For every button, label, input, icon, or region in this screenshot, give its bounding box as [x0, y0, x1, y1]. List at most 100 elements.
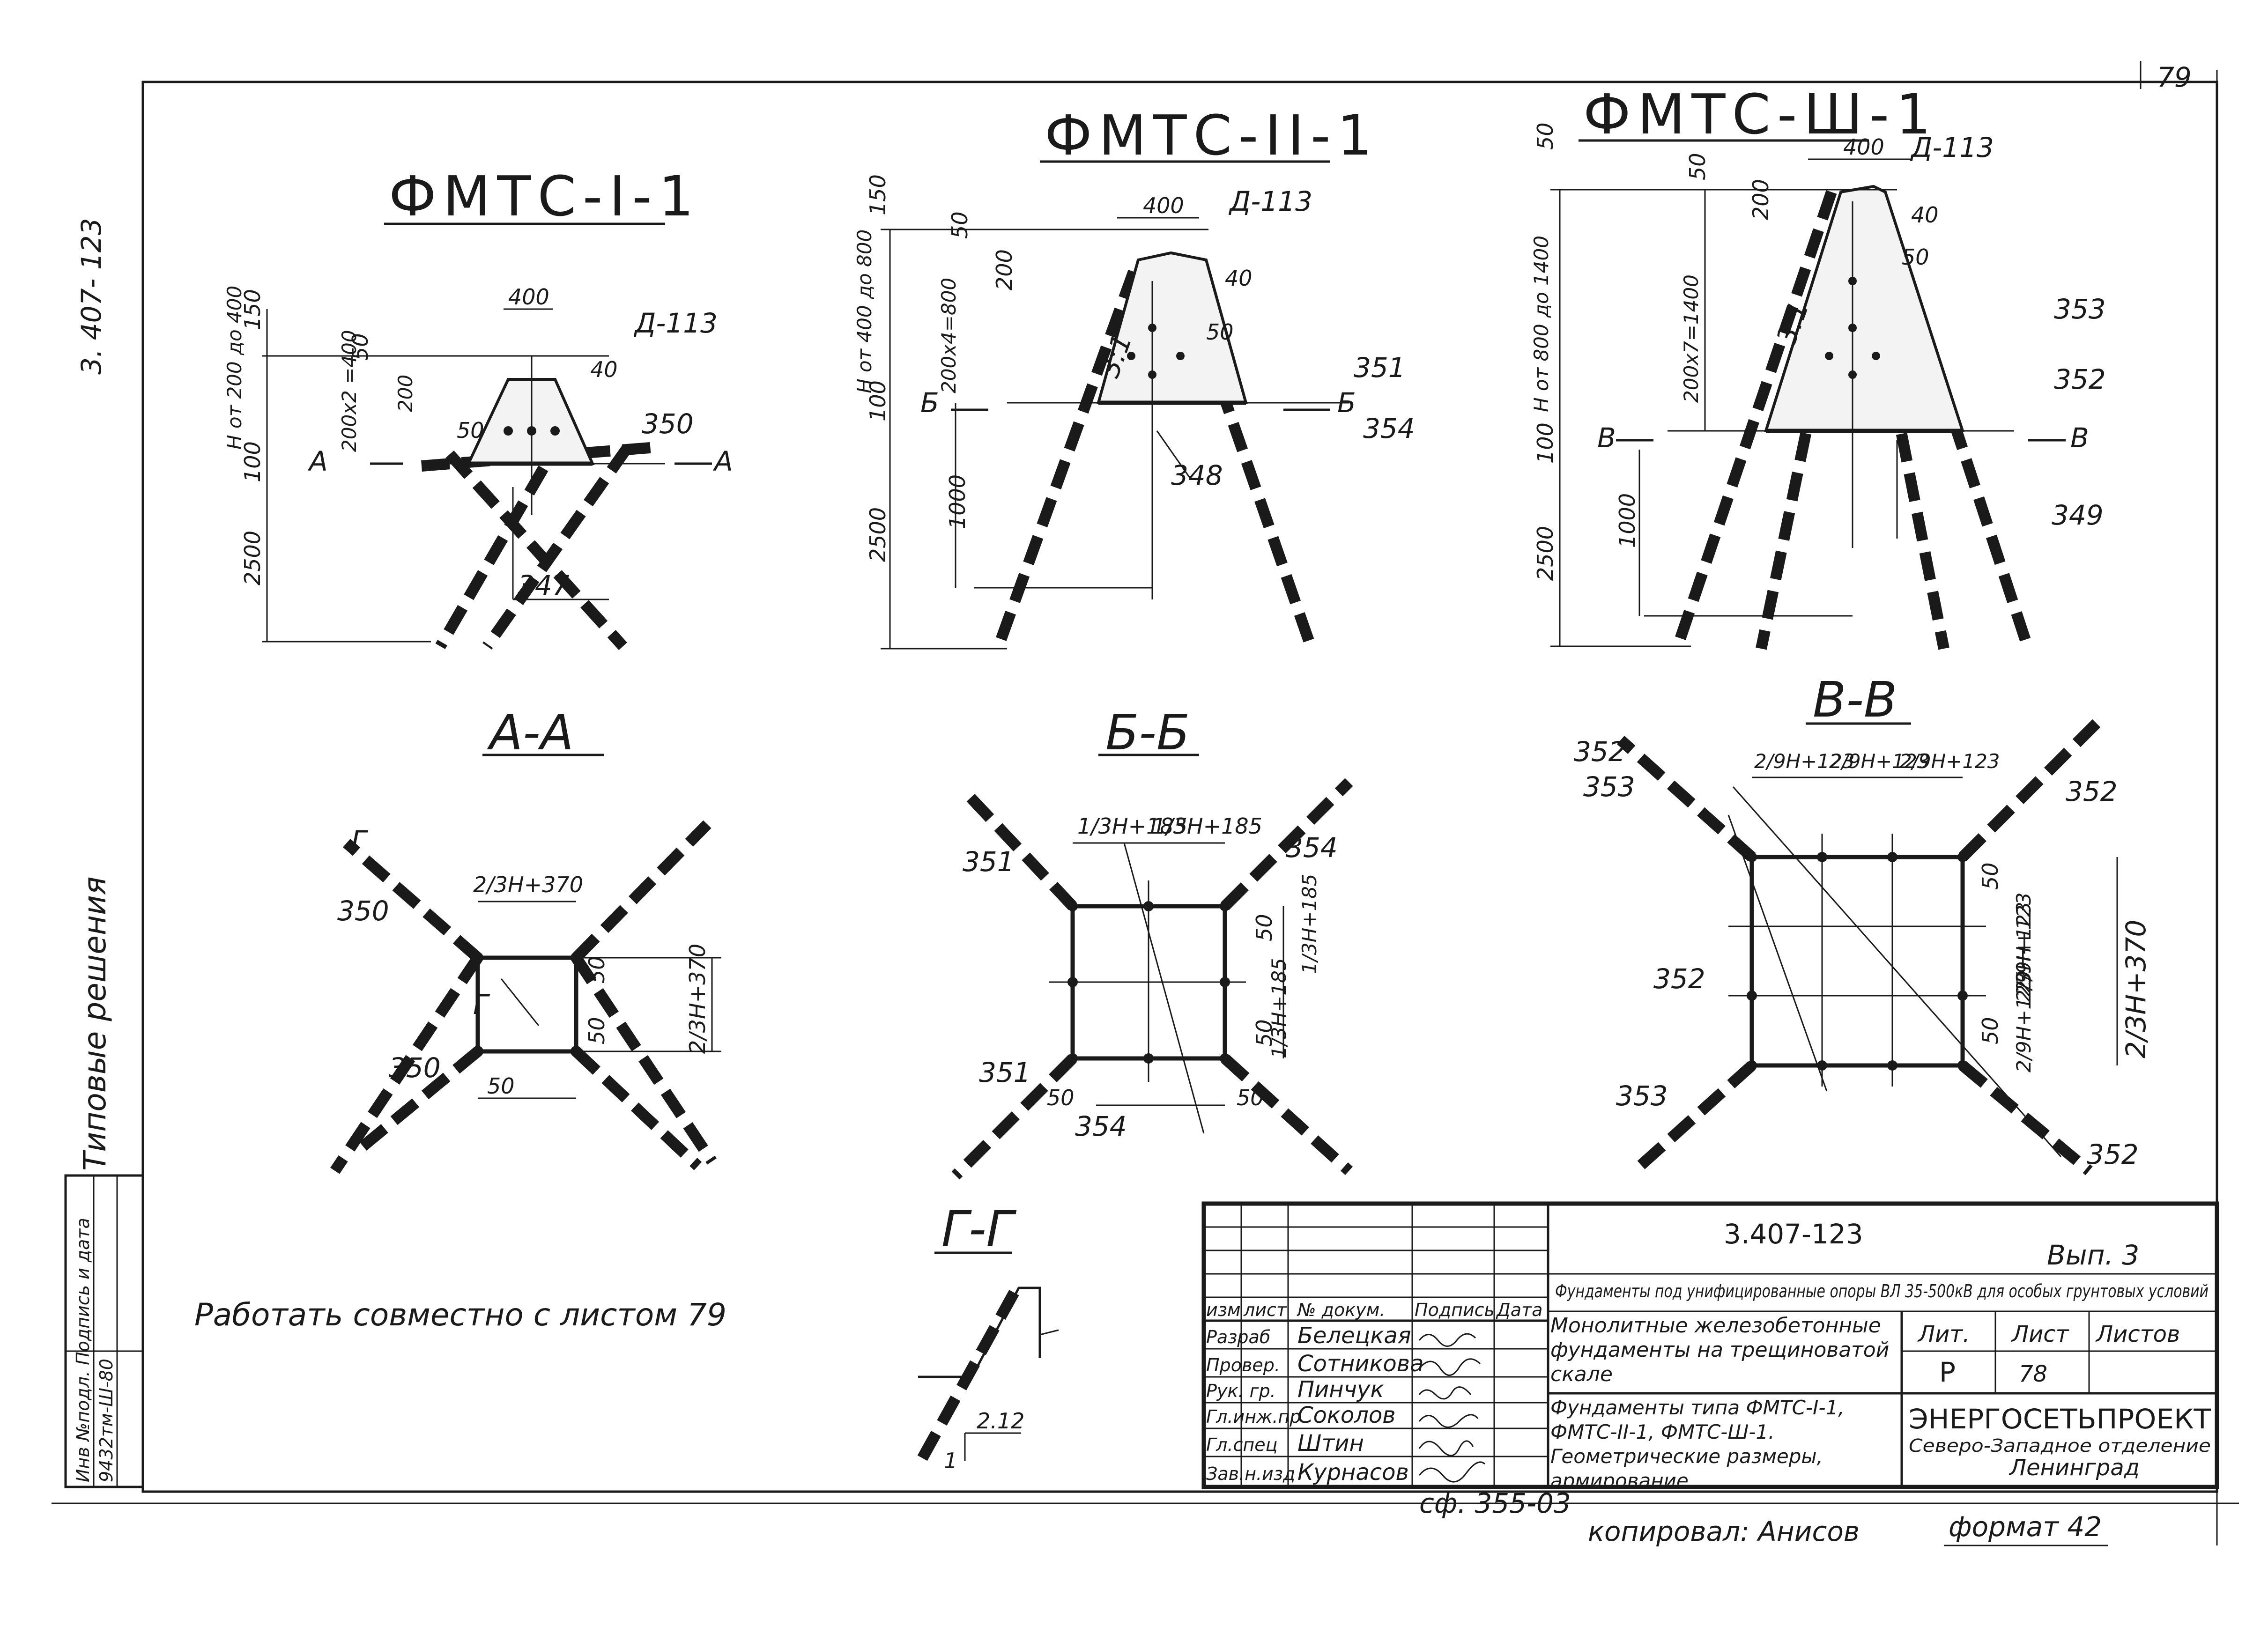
left-stamp-header: Инв №подл. Подпись и дата: [73, 1218, 93, 1482]
dim-label: 1/3Н+185: [1152, 813, 1262, 839]
section-aa: А-А Г Г 2/3Н+370 350 50 2/3Н+370 50 350 …: [330, 704, 721, 1174]
position-label: 354: [1075, 1110, 1127, 1142]
dim-label: 50: [947, 211, 972, 239]
dim-label: 50: [457, 418, 484, 443]
org-branch: Северо-Западное отделение: [1909, 1435, 2211, 1456]
dim-label: 1000: [1615, 493, 1640, 548]
sheet-title-box: Монолитные железобетонные фундаменты на …: [1550, 1314, 1890, 1386]
view-title: ФМТС-Ш-1: [1583, 82, 1937, 147]
foundation-body: [466, 378, 595, 465]
position-label: 353: [2054, 293, 2106, 325]
position-label: 352: [1574, 736, 1626, 768]
dim-label: 400: [508, 284, 549, 310]
role-name: Соколов: [1297, 1402, 1396, 1428]
drawing-title-box: Фундаменты типа ФМТС-I-1, ФМТС-II-1, ФМТ…: [1550, 1396, 1845, 1485]
position-label: 354: [1286, 832, 1338, 864]
dim-label: 2/3Н+370: [2120, 920, 2152, 1058]
col-header-doc: № докум.: [1297, 1300, 1385, 1320]
position-label: 351: [1354, 352, 1406, 384]
left-stamp: Инв №подл. Подпись и дата 9432тм-Ш-80: [64, 1174, 144, 1488]
dim-label: 50: [348, 333, 373, 361]
copied-by: копировал: Анисов: [1588, 1516, 1860, 1547]
dim-label: 2500: [865, 507, 890, 562]
view-title: ФМТС-II-1: [1045, 103, 1379, 168]
dim-label: 50: [1978, 1017, 2003, 1044]
dim-label: 150: [240, 289, 265, 330]
position-label: 349: [2052, 499, 2104, 531]
role-name: Сотникова: [1297, 1351, 1423, 1377]
section-title: Б-Б: [1105, 704, 1190, 761]
dim-label: 1/3Н+185: [1077, 813, 1187, 839]
section-mark: В: [2070, 422, 2089, 454]
sheets-total-header: Листов: [2095, 1321, 2180, 1347]
view-title: ФМТС-I-1: [389, 164, 700, 229]
callout-label: Д-113: [1228, 185, 1312, 217]
foundation-body: [1097, 251, 1248, 404]
role-label: Рук. гр.: [1206, 1381, 1276, 1401]
dim-label: 200: [1748, 179, 1773, 220]
position-label: 352: [2054, 363, 2106, 395]
section-mark: Г: [473, 989, 490, 1020]
section-mark: А: [307, 445, 328, 477]
dim-label: 150: [865, 174, 890, 215]
dim-label: 400: [1843, 134, 1884, 160]
dim-label: 50: [1252, 1019, 1277, 1047]
slope-label: 2.12: [977, 1408, 1024, 1434]
sheet-header: Лист: [2011, 1321, 2070, 1347]
position-label: 351: [979, 1057, 1031, 1088]
cross-reference-note: Работать совместно с листом 79: [194, 1297, 726, 1333]
sheet-title: Монолитные железобетонные фундаменты на …: [1550, 1314, 1890, 1386]
position-label: 354: [1363, 413, 1415, 444]
dim-label: 50: [1533, 122, 1558, 150]
dim-label: 100: [865, 380, 890, 421]
position-label: 353: [1616, 1080, 1668, 1112]
side-label: Типовые решения: [77, 876, 113, 1171]
dim-label: Н от 200 до 400: [223, 286, 246, 450]
col-header-change: изм: [1206, 1300, 1241, 1320]
section-mark: А: [712, 445, 733, 477]
dim-label: 2/3Н+370: [473, 872, 583, 897]
dim-label: 50: [1252, 914, 1277, 941]
foundation-body: [1764, 185, 1965, 432]
wall-outline: [918, 1286, 1041, 1378]
role-name: Пинчук: [1297, 1376, 1384, 1403]
dim-label: 50: [1978, 862, 2003, 890]
dim-label: 50: [1237, 1085, 1264, 1110]
dim-label: 50: [584, 956, 609, 983]
dim-label: 200х4=800: [937, 278, 960, 393]
dim-label: Н от 800 до 1400: [1530, 236, 1553, 412]
dim-label: 50: [584, 1017, 609, 1044]
role-label: Гл.инж.пр: [1206, 1406, 1301, 1427]
doc-code: 3.407-123: [1724, 1218, 1863, 1250]
issue-number: Вып. 3: [2047, 1239, 2139, 1271]
dim-label: 40: [590, 357, 618, 382]
position-label: 350: [642, 408, 694, 440]
section-title: А-А: [487, 704, 574, 761]
dim-label: 2/9Н+123: [1754, 750, 1855, 773]
dim-label: 200х7=1400: [1680, 274, 1703, 403]
section-mark: Г: [351, 825, 369, 857]
dim-label: 1/3Н+185: [1298, 873, 1321, 974]
dim-label: 2/3Н+370: [685, 944, 710, 1054]
dim-label: 2/9Н+123: [1899, 750, 2000, 773]
left-stamp-inv-number: 9432тм-Ш-80: [96, 1359, 117, 1482]
view-fmts-3: ФМТС-Ш-1 50 400 Д-113 50 200 40 Н от 800…: [1530, 82, 2106, 651]
callout-label: Д-113: [1910, 132, 1994, 163]
position-label: 351: [963, 846, 1015, 878]
dim-label: 200х2 =400: [338, 330, 361, 452]
side-code: 3. 407- 123: [75, 218, 107, 375]
dim-label: 50: [1685, 153, 1710, 180]
section-gg: Г-Г 2.12 1: [913, 1200, 1059, 1473]
section-title: В-В: [1813, 671, 1897, 728]
position-label: 350: [389, 1052, 441, 1084]
view-fmts-1: ФМТС-I-1 400 Д-113 150 50 40 Н от 200 до…: [223, 164, 733, 651]
position-label: 352: [2087, 1139, 2139, 1170]
section-mark: Б: [1337, 387, 1356, 419]
cap-outline: [475, 955, 578, 1054]
format-label: формат 42: [1949, 1511, 2102, 1543]
archive-code: сф. 355-03: [1419, 1487, 1571, 1519]
col-header-signature: Подпись: [1415, 1300, 1495, 1320]
org-name: ЭНЕРГОСЕТЬПРОЕКТ: [1909, 1403, 2211, 1435]
